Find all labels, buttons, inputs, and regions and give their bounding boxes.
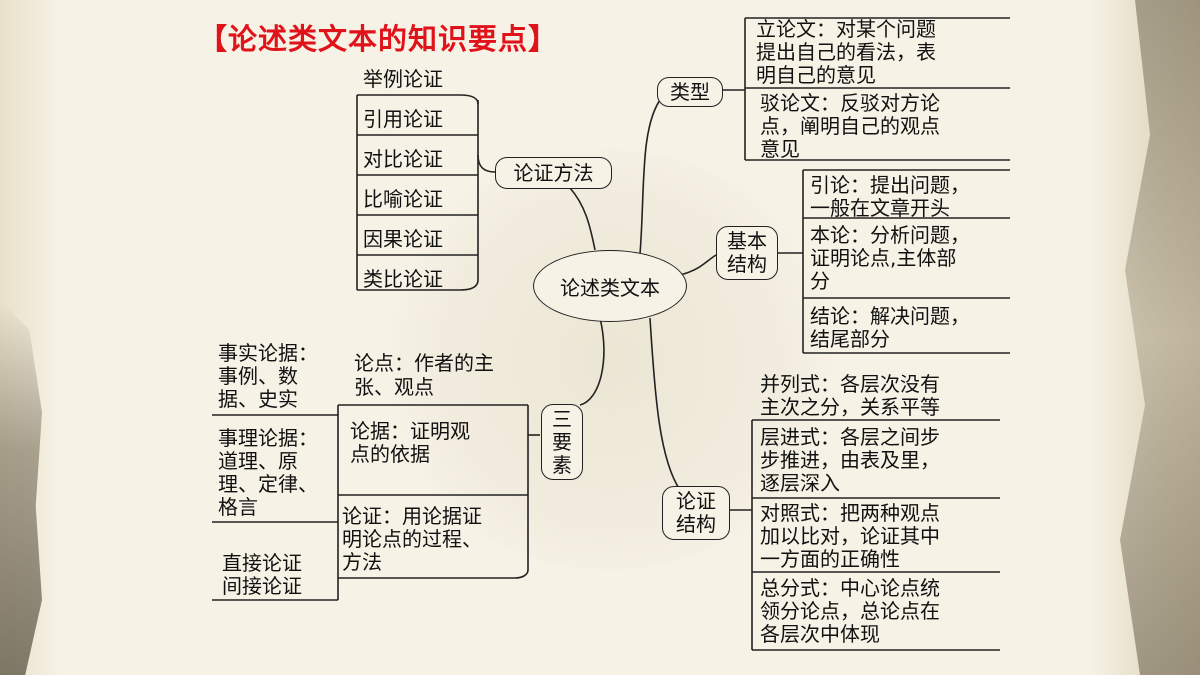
argument-structure-label: 论证: [676, 489, 716, 513]
method-item: 引用论证: [363, 107, 443, 131]
structure-item-line: 步推进，由表及里，: [760, 448, 940, 472]
basic-structure-node: 基本 结构: [716, 226, 778, 280]
evidence-item-line: 事实论据：: [218, 341, 318, 365]
basic-structure-label: 结构: [727, 252, 767, 276]
element-item-line: 明论点的过程、: [342, 527, 482, 551]
basic-item-line: 证明论点,主体部: [810, 246, 957, 270]
method-item: 比喻论证: [363, 187, 443, 211]
basic-item-line: 分: [810, 269, 830, 293]
proof-method-line: 直接论证: [222, 551, 302, 575]
structure-item-line: 各层次中体现: [760, 622, 880, 646]
method-item: 对比论证: [363, 147, 443, 171]
element-item-line: 方法: [342, 550, 382, 574]
type-item-line: 提出自己的看法，表: [756, 40, 936, 64]
argument-structure-label: 结构: [676, 512, 716, 536]
structure-item-line: 总分式：中心论点统: [760, 576, 940, 600]
basic-item-line: 一般在文章开头: [810, 196, 950, 220]
structure-item-line: 加以比对，论证其中: [760, 524, 940, 548]
evidence-item-line: 事理论据：: [218, 426, 318, 450]
evidence-item-line: 事例、数: [218, 364, 298, 388]
type-item-line: 立论文：对某个问题: [756, 17, 936, 41]
element-item-line: 点的依据: [350, 442, 430, 466]
evidence-item-line: 理、定律、: [218, 472, 318, 496]
element-item-line: 论点：作者的主: [354, 351, 494, 375]
types-node: 类型: [657, 77, 723, 107]
structure-item-line: 对照式：把两种观点: [760, 501, 940, 525]
element-item-line: 张、观点: [354, 375, 434, 399]
type-item-line: 驳论文：反驳对方论: [760, 91, 940, 115]
method-item: 举例论证: [363, 67, 443, 91]
page-title: 【论述类文本的知识要点】: [198, 22, 559, 56]
elements-node: 三 要 素: [541, 404, 583, 480]
structure-item-line: 主次之分，关系平等: [760, 395, 940, 419]
structure-item-line: 逐层深入: [760, 471, 840, 495]
structure-item-line: 层进式：各层之间步: [760, 425, 940, 449]
element-item-line: 论证：用论据证: [342, 504, 482, 528]
method-item: 因果论证: [363, 227, 443, 251]
basic-item-line: 引论：提出问题，: [810, 173, 970, 197]
evidence-item-line: 据、史实: [218, 387, 298, 411]
elements-label: 三: [552, 406, 572, 431]
argument-structure-node: 论证 结构: [662, 486, 730, 540]
structure-item-line: 领分论点，总论点在: [760, 599, 940, 623]
dragon-watermark: [380, 150, 840, 570]
structure-item-line: 一方面的正确性: [760, 547, 900, 571]
evidence-item-line: 格言: [218, 495, 258, 519]
evidence-item-line: 道理、原: [218, 449, 298, 473]
type-item-line: 明自己的意见: [756, 63, 876, 87]
basic-item-line: 本论：分析问题，: [810, 223, 970, 247]
elements-label: 素: [552, 452, 572, 477]
basic-item-line: 结论：解决问题，: [810, 304, 970, 328]
center-node: 论述类文本: [533, 250, 687, 322]
elements-label: 要: [552, 429, 572, 454]
basic-item-line: 结尾部分: [810, 327, 890, 351]
method-item: 类比论证: [363, 267, 443, 291]
element-item-line: 论据：证明观: [350, 419, 470, 443]
structure-item-line: 并列式：各层次没有: [760, 372, 940, 396]
basic-structure-label: 基本: [727, 229, 767, 253]
proof-method-line: 间接论证: [222, 574, 302, 598]
methods-node: 论证方法: [495, 157, 612, 189]
type-item-line: 意见: [760, 137, 800, 161]
type-item-line: 点，阐明自己的观点: [760, 114, 940, 138]
